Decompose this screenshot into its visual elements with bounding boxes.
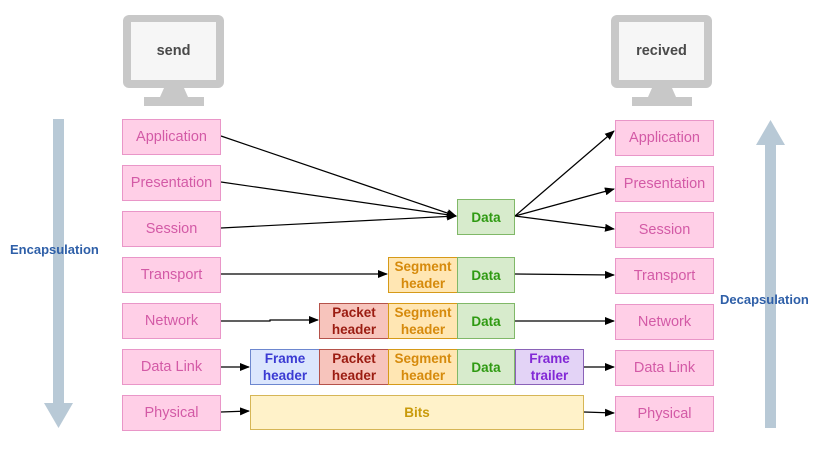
- data-to-transport-arrow: [514, 270, 615, 279]
- receiver-layer-data-link: Data Link: [615, 350, 714, 386]
- frame-trailer: Frame trailer: [515, 349, 584, 385]
- decapsulation-arrow: [756, 120, 785, 428]
- receiver-layer-network: Network: [615, 304, 714, 340]
- packet-header-network: Packet header: [319, 303, 389, 339]
- segment-header-network: Segment header: [388, 303, 458, 339]
- receiver-layer-session: Session: [615, 212, 714, 248]
- send-monitor-icon: [123, 15, 224, 106]
- sender-layer-application: Application: [122, 119, 221, 155]
- frame-header: Frame header: [250, 349, 320, 385]
- receiver-layer-transport: Transport: [615, 258, 714, 294]
- network-to-packet-arrow: [221, 316, 319, 324]
- data-to-application-arrow: [514, 130, 615, 217]
- receiver-label: recived: [636, 43, 687, 59]
- data-to-presentation-arrow: [514, 187, 615, 217]
- receiver-layer-presentation: Presentation: [615, 166, 714, 202]
- session-to-data-arrow: [220, 212, 457, 229]
- encapsulation-arrow: [44, 119, 73, 428]
- bits-to-physical-arrow: [583, 408, 615, 417]
- receiver-layer-physical: Physical: [615, 396, 714, 432]
- physical-to-bits-arrow: [220, 407, 250, 416]
- data-block-datalink: Data: [457, 349, 515, 385]
- receiver-layer-application: Application: [615, 120, 714, 156]
- encapsulation-label: Encapsulation: [10, 242, 99, 257]
- sender-layer-network: Network: [122, 303, 221, 339]
- receiver-monitor-icon: [611, 15, 712, 106]
- application-to-data-arrow: [220, 135, 457, 217]
- bits-block: Bits: [250, 395, 584, 430]
- data-to-session-arrow: [514, 215, 615, 232]
- sender-layer-data-link: Data Link: [122, 349, 221, 385]
- data-block-session: Data: [457, 199, 515, 235]
- segment-header-datalink: Segment header: [388, 349, 458, 385]
- segment-header-transport: Segment header: [388, 257, 458, 293]
- presentation-to-data-arrow: [220, 181, 457, 219]
- send-label: send: [156, 43, 191, 59]
- data-block-transport: Data: [457, 257, 515, 293]
- decapsulation-label: Decapsulation: [720, 292, 809, 307]
- sender-layer-physical: Physical: [122, 395, 221, 431]
- sender-layer-presentation: Presentation: [122, 165, 221, 201]
- data-block-network: Data: [457, 303, 515, 339]
- sender-layer-transport: Transport: [122, 257, 221, 293]
- sender-layer-session: Session: [122, 211, 221, 247]
- packet-header-datalink: Packet header: [319, 349, 389, 385]
